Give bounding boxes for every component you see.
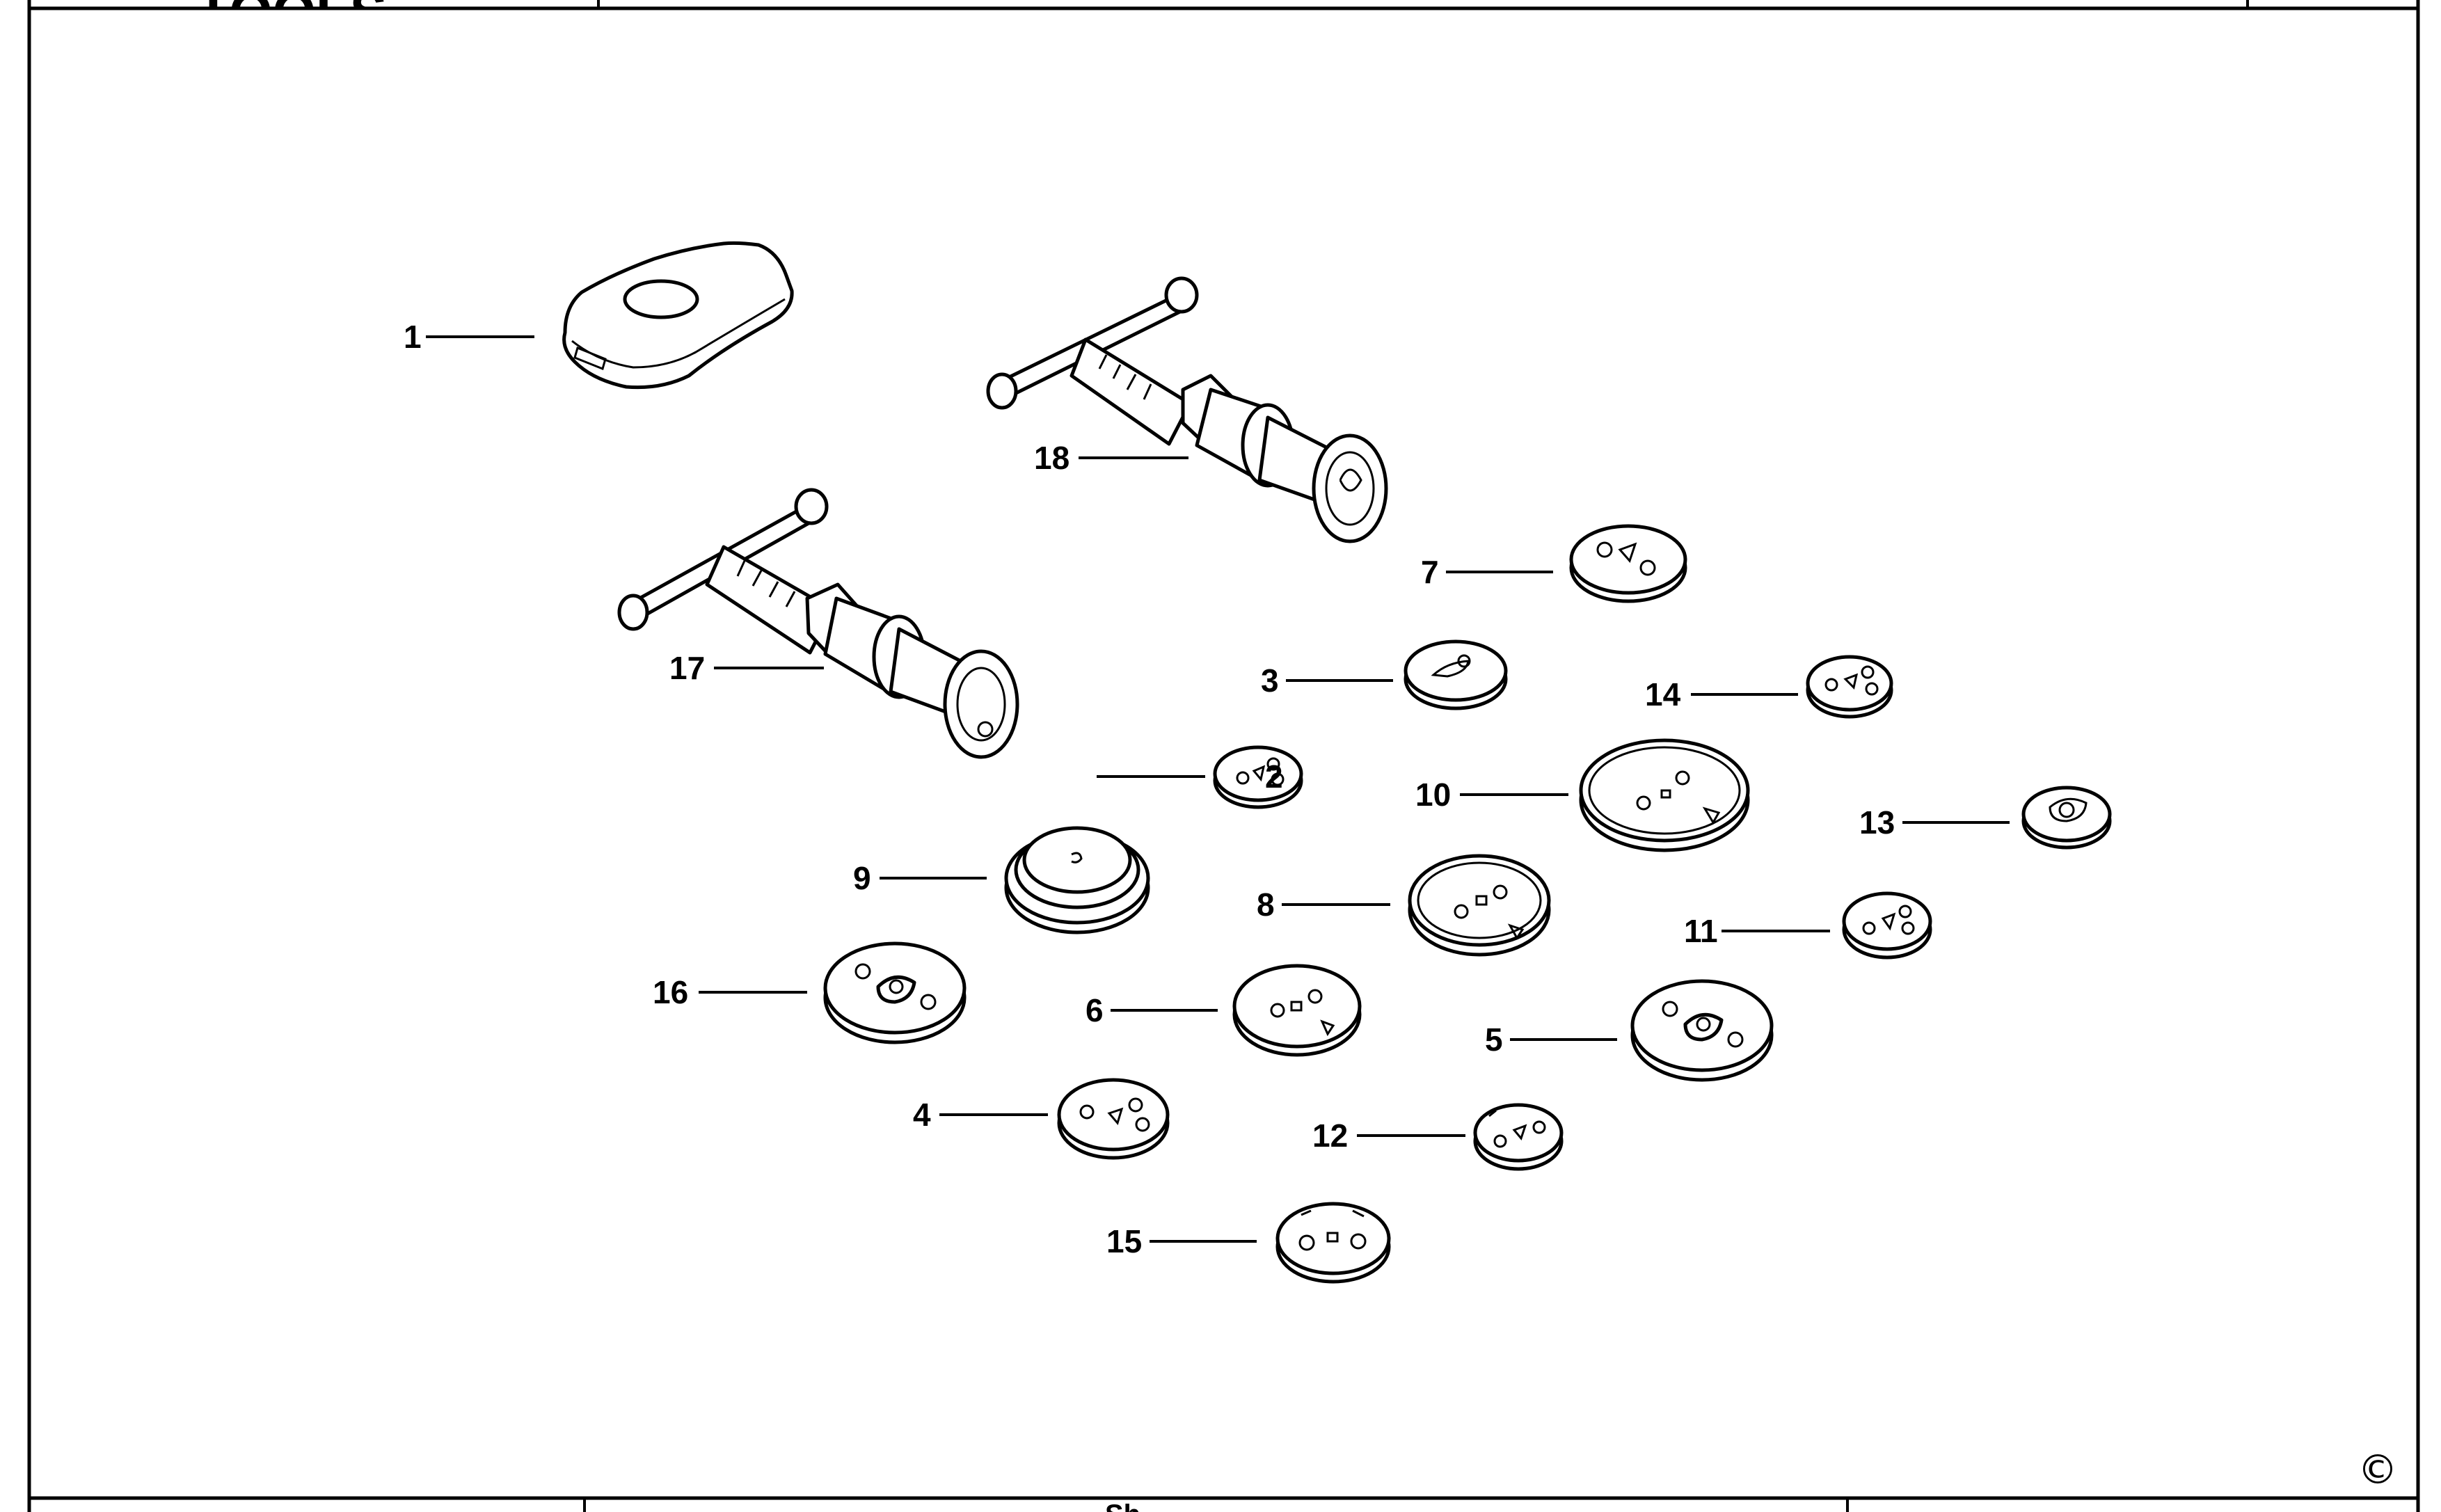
footer-title-text: Sh... <box>1105 1499 1163 1512</box>
callout-12: 12 <box>1312 1117 1348 1154</box>
callout-17: 17 <box>669 650 705 686</box>
part-4-adapter-disc <box>1057 1078 1170 1160</box>
callout-6: 6 <box>1086 992 1104 1028</box>
callout-9: 9 <box>853 860 871 896</box>
callout-3: 3 <box>1261 662 1279 699</box>
callout-18: 18 <box>1034 440 1070 476</box>
copyright-mark: © <box>2357 1446 2398 1493</box>
part-9-adapter-disc-stepped <box>1004 826 1150 934</box>
part-13-adapter-disc <box>2021 786 2112 850</box>
part-8-adapter-disc <box>1408 854 1551 957</box>
part-11-adapter-disc <box>1842 891 1932 960</box>
part-17-caliper-tool-lower <box>617 488 1019 759</box>
leader-lines <box>426 335 2010 1243</box>
part-6-adapter-disc <box>1232 964 1362 1057</box>
callout-5: 5 <box>1485 1021 1503 1058</box>
footer-title: Sh... <box>1105 1499 1163 1512</box>
callout-10: 10 <box>1415 777 1451 813</box>
part-7-adapter-disc <box>1569 524 1687 603</box>
header-logo: TOOLS <box>196 0 387 42</box>
callout-8: 8 <box>1257 886 1275 923</box>
part-1-adapter-plate <box>562 241 794 390</box>
callout-16: 16 <box>653 974 688 1010</box>
part-15-adapter-disc <box>1275 1202 1391 1284</box>
callout-15: 15 <box>1106 1223 1142 1259</box>
callout-labels: 1 2 3 4 5 6 7 8 9 10 11 12 13 14 15 16 1… <box>404 319 1895 1259</box>
callout-2: 2 <box>1265 758 1283 795</box>
part-2-adapter-disc <box>1213 745 1303 809</box>
part-18-caliper-tool-upper <box>986 276 1388 543</box>
part-5-adapter-disc <box>1630 979 1774 1082</box>
callout-1: 1 <box>404 319 422 355</box>
part-10-adapter-disc <box>1579 738 1750 852</box>
callout-4: 4 <box>913 1097 931 1133</box>
callout-13: 13 <box>1859 804 1895 841</box>
callout-14: 14 <box>1645 676 1681 713</box>
callout-11: 11 <box>1684 913 1718 949</box>
part-12-adapter-disc <box>1473 1103 1564 1171</box>
part-14-adapter-disc <box>1806 655 1893 719</box>
drawing-frame <box>27 0 2420 1512</box>
part-3-adapter-disc <box>1404 639 1508 710</box>
part-16-adapter-disc <box>823 941 967 1044</box>
callout-7: 7 <box>1421 554 1439 590</box>
header-logo-text: TOOLS <box>196 0 387 42</box>
